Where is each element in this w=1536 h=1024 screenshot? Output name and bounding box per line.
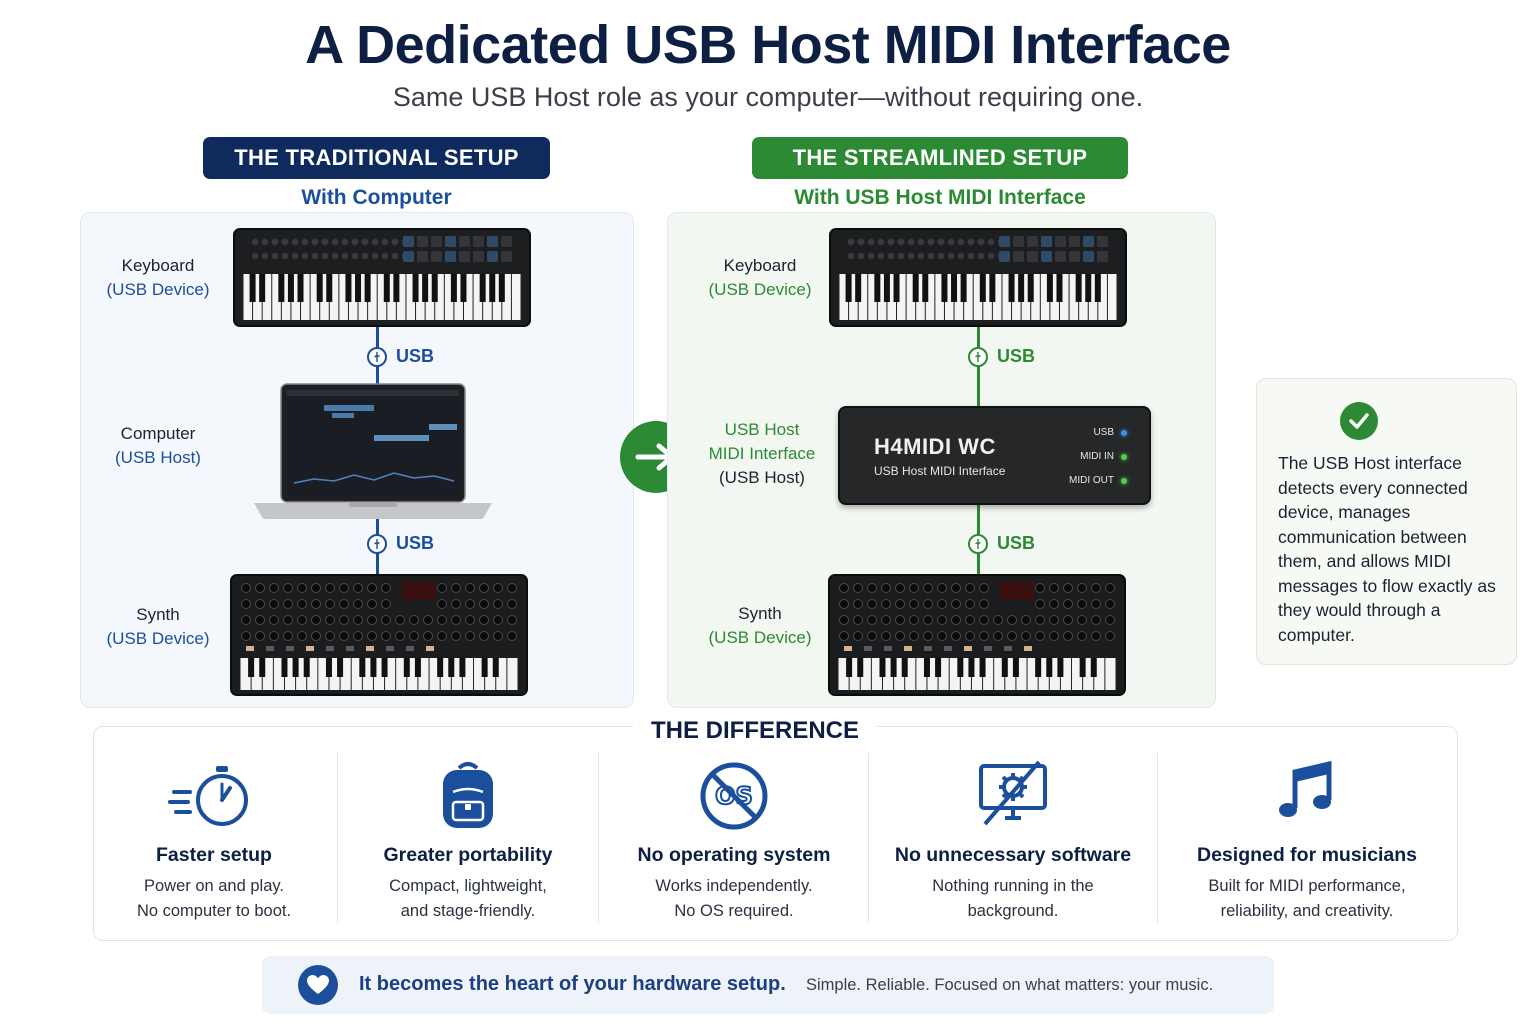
svg-text:OS: OS (715, 782, 753, 810)
traditional-setup-subheading: With Computer (301, 186, 452, 209)
traditional-setup-heading: THE TRADITIONAL SETUP (203, 137, 550, 179)
streamlined-setup-heading: THE STREAMLINED SETUP (752, 137, 1128, 179)
banner-tagline: Simple. Reliable. Focused on what matter… (806, 976, 1214, 994)
device-name: Keyboard (723, 256, 797, 275)
callout-text: The USB Host interface detects every con… (1278, 453, 1496, 645)
device-model: H4MIDI WC (874, 434, 996, 459)
device-name: MIDI Interface (708, 444, 816, 463)
checkmark-icon (1340, 402, 1378, 440)
synth-label: Synth (USB Device) (700, 602, 820, 650)
feature-musicians: Designed for musicians Built for MIDI pe… (1167, 740, 1447, 930)
usb-icon (968, 533, 988, 554)
banner-headline: It becomes the heart of your hardware se… (359, 973, 786, 995)
midi-out-indicator: MIDI OUT (1069, 475, 1127, 486)
keyboard-label: Keyboard (USB Device) (98, 254, 218, 302)
usb-label: USB (997, 346, 1036, 366)
difference-section (93, 726, 1458, 941)
usb-indicator: USB (1093, 427, 1127, 438)
feature-title: Designed for musicians (1197, 844, 1417, 866)
laptop-computer-image (254, 383, 492, 519)
divider (337, 753, 338, 923)
page-title: A Dedicated USB Host MIDI Interface (305, 15, 1231, 75)
feature-title: Greater portability (383, 844, 553, 866)
synth-label: Synth (USB Device) (98, 603, 218, 651)
feature-description: Compact, lightweight,and stage-friendly. (389, 877, 547, 920)
usb-icon (968, 346, 988, 367)
heart-icon (298, 965, 338, 1005)
feature-title: No operating system (637, 844, 831, 866)
device-name: Keyboard (121, 256, 195, 275)
usb-connection-badge: USB (968, 533, 1035, 554)
feature-description: Works independently.No OS required. (655, 877, 813, 920)
usb-host-callout: The USB Host interface detects every con… (1256, 378, 1517, 665)
device-role: (USB Device) (106, 629, 210, 648)
device-name: USB Host (724, 420, 800, 439)
synthesizer-image (828, 574, 1126, 696)
feature-title: No unnecessary software (894, 844, 1132, 866)
device-role: (USB Host) (719, 468, 805, 487)
keyboard-controller-image (829, 228, 1127, 327)
usb-label: USB (396, 533, 435, 553)
device-name: Synth (136, 605, 180, 624)
device-caption: USB Host MIDI Interface (874, 464, 1006, 478)
synthesizer-image (230, 574, 528, 696)
divider (598, 753, 599, 923)
feature-no-os: OS No operating system Works independent… (608, 740, 860, 930)
device-role: (USB Device) (708, 280, 812, 299)
usb-label: USB (997, 533, 1036, 553)
usb-connection-badge: USB (367, 533, 434, 554)
divider (1157, 753, 1158, 923)
usb-label: USB (396, 346, 435, 366)
feature-description: Built for MIDI performance,reliability, … (1208, 877, 1406, 920)
bottom-banner: It becomes the heart of your hardware se… (262, 956, 1274, 1014)
interface-label: USB Host MIDI Interface (USB Host) (694, 418, 830, 490)
device-role: (USB Host) (115, 448, 201, 467)
feature-portability: Greater portability Compact, lightweight… (348, 740, 588, 930)
computer-label: Computer (USB Host) (98, 422, 218, 470)
usb-connection-badge: USB (968, 346, 1035, 367)
usb-connection-badge: USB (367, 346, 434, 367)
streamlined-setup-subheading: With USB Host MIDI Interface (794, 186, 1086, 209)
feature-faster-setup: Faster setup Power on and play.No comput… (100, 740, 328, 930)
usb-cable (977, 326, 980, 408)
difference-title: THE DIFFERENCE (633, 717, 877, 751)
music-note-icon (1279, 760, 1332, 817)
midi-in-indicator: MIDI IN (1080, 451, 1127, 462)
keyboard-label: Keyboard (USB Device) (700, 254, 820, 302)
h4midi-interface-device: H4MIDI WC USB Host MIDI Interface USB MI… (838, 406, 1151, 505)
no-software-icon (979, 760, 1047, 826)
keyboard-controller-image (233, 228, 531, 327)
device-name: Computer (120, 424, 196, 443)
usb-icon (367, 346, 387, 367)
backpack-icon (443, 762, 493, 828)
feature-description: Power on and play.No computer to boot. (136, 877, 292, 920)
feature-title: Faster setup (156, 844, 272, 866)
device-role: (USB Device) (708, 628, 812, 647)
device-role: (USB Device) (106, 280, 210, 299)
divider (868, 753, 869, 923)
usb-icon (367, 533, 387, 554)
page-subtitle: Same USB Host role as your computer—with… (392, 82, 1144, 112)
feature-no-software: No unnecessary software Nothing running … (878, 740, 1148, 930)
device-name: Synth (738, 604, 782, 623)
stopwatch-icon (168, 766, 248, 826)
no-os-icon: OS (700, 762, 768, 830)
